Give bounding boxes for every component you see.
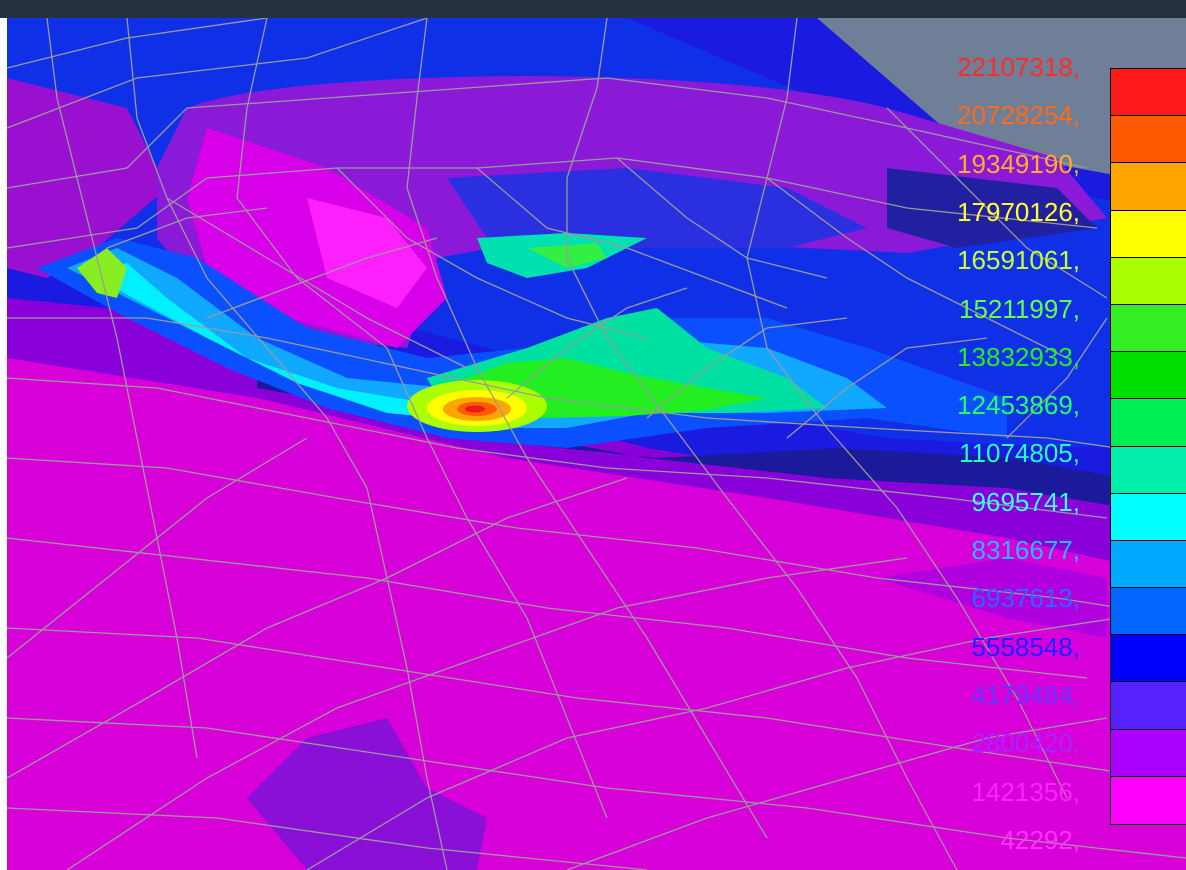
legend-swatch <box>1111 588 1186 636</box>
legend-swatch <box>1111 163 1186 211</box>
lower-right-purple <box>877 558 1107 638</box>
legend-label: 4179484, <box>971 679 1080 710</box>
legend-label: 1421356, <box>971 776 1080 807</box>
left-hot-spot <box>77 248 127 298</box>
legend-label: 42292, <box>1000 824 1080 855</box>
legend-swatch <box>1111 399 1186 447</box>
legend-swatch <box>1111 446 1186 494</box>
legend-label: 2800420, <box>971 728 1080 759</box>
lobe-blue-patch <box>447 168 867 248</box>
legend-label: 5558548, <box>971 631 1080 662</box>
legend-label: 20728254, <box>957 100 1080 131</box>
contour-mesh-svg[interactable] <box>7 18 1186 870</box>
legend-swatch <box>1111 729 1186 777</box>
legend-label: 11074805, <box>959 438 1080 469</box>
magenta-left <box>7 78 167 278</box>
contour-plot-viewport[interactable] <box>7 18 1186 870</box>
legend-swatch <box>1111 776 1186 824</box>
legend-swatch <box>1111 116 1186 164</box>
legend-label: 15211997, <box>959 293 1080 324</box>
legend-label: 9695741, <box>971 486 1080 517</box>
legend-label: 6937613, <box>971 583 1080 614</box>
legend-swatch <box>1111 682 1186 730</box>
legend-swatch <box>1111 210 1186 258</box>
legend-swatch <box>1111 352 1186 400</box>
legend-label: 8316677, <box>971 535 1080 565</box>
color-legend-bar <box>1110 68 1186 825</box>
hotspot-red <box>465 405 485 413</box>
legend-swatch <box>1111 304 1186 353</box>
lobe-pink-patch <box>307 198 427 308</box>
left-border <box>0 18 7 870</box>
legend-swatch <box>1111 257 1186 305</box>
legend-label: 12453869, <box>957 390 1080 421</box>
navy-transition <box>257 368 1186 518</box>
legend-swatch <box>1111 69 1186 117</box>
lobe-navy-patch <box>887 168 1097 248</box>
legend-label: 17970126, <box>957 196 1080 227</box>
legend-label: 13832933, <box>957 341 1080 372</box>
window-top-bar <box>0 0 1186 18</box>
legend-label: 16591061, <box>957 245 1080 276</box>
legend-label: 22107318, <box>957 52 1080 82</box>
legend-swatch <box>1111 493 1186 541</box>
legend-swatch <box>1111 635 1186 683</box>
magenta-surface <box>7 318 1186 870</box>
lower-purple-patch <box>247 718 487 870</box>
mesh-lines <box>7 18 1186 870</box>
legend-swatch <box>1111 540 1186 589</box>
legend-label: 19349190, <box>957 148 1080 179</box>
